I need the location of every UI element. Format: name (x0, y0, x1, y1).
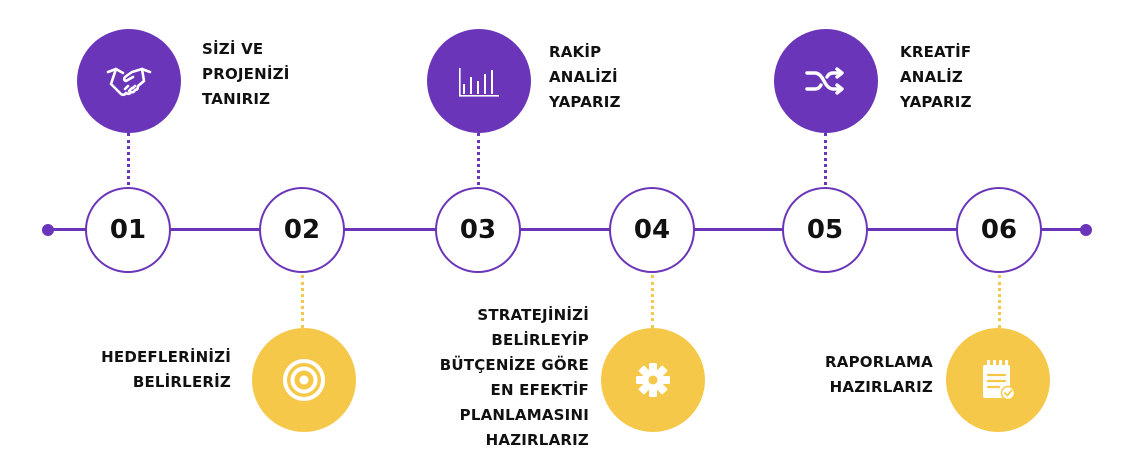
target-icon (283, 359, 325, 401)
report-circle (946, 328, 1050, 432)
step-circle-06: 06 (956, 187, 1042, 273)
label-step-01: SİZİ VE PROJENİZİ TANIRIZ (202, 40, 290, 108)
connector-06 (998, 275, 1001, 328)
gear-icon (636, 363, 670, 397)
connector-03 (477, 133, 480, 185)
step-circle-01: 01 (85, 187, 171, 273)
step-circle-02: 02 (259, 187, 345, 273)
label-step-04: STRATEJİNİZİ BELİRLEYİP BÜTÇENİZE GÖRE E… (439, 306, 589, 449)
step-circle-05: 05 (782, 187, 868, 273)
label-step-05: KREATİF ANALİZ YAPARIZ (900, 43, 972, 111)
step-circle-03: 03 (435, 187, 521, 273)
connector-05 (824, 133, 827, 185)
handshake-icon (106, 67, 152, 97)
shuffle-icon (805, 67, 844, 95)
shuffle-circle (774, 29, 878, 133)
bar-chart-icon (459, 68, 499, 97)
timeline-end-dot (1080, 223, 1092, 236)
report-icon (983, 360, 1016, 401)
step-number: 05 (806, 215, 844, 245)
handshake-circle (77, 29, 181, 133)
timeline-start-dot (42, 223, 54, 236)
step-circle-04: 04 (609, 187, 695, 273)
connector-04 (651, 275, 654, 328)
target-circle (252, 328, 356, 432)
label-step-06: RAPORLAMA HAZIRLARIZ (825, 353, 933, 396)
step-number: 02 (283, 215, 321, 245)
connector-01 (127, 133, 130, 185)
connector-02 (301, 275, 304, 328)
step-number: 06 (980, 215, 1018, 245)
label-step-02: HEDEFLERİNİZİ BELİRLERİZ (101, 348, 231, 391)
gear-circle (601, 328, 705, 432)
step-number: 03 (459, 215, 497, 245)
step-number: 04 (633, 215, 671, 245)
bar-chart-circle (427, 29, 531, 133)
step-number: 01 (109, 215, 147, 245)
label-step-03: RAKİP ANALİZİ YAPARIZ (549, 43, 621, 111)
timeline-line (48, 228, 1086, 231)
